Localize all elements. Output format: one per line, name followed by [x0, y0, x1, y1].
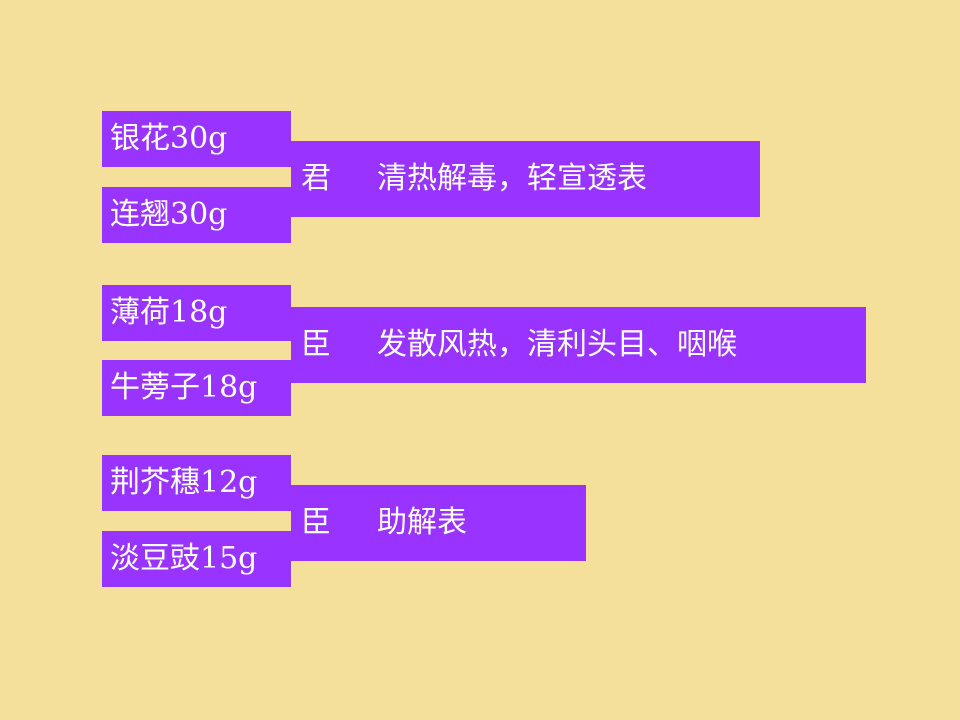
role-box-chen-1: 臣 发散风热，清利头目、咽喉: [291, 307, 866, 383]
herb-label-jingjiesui: 荆芥穗12g: [102, 455, 291, 511]
role-function: 清热解毒，轻宣透表: [377, 161, 647, 196]
herb-label-niubangzi: 牛蒡子18g: [102, 360, 291, 416]
herb-label-bohe: 薄荷18g: [102, 285, 291, 341]
herb-label-jinyinhua: 银花30g: [102, 111, 291, 167]
role-box-chen-2: 臣 助解表: [291, 485, 586, 561]
herb-label-lianqiao: 连翘30g: [102, 187, 291, 243]
role-rank: 君: [301, 161, 331, 196]
role-function: 助解表: [377, 505, 467, 540]
role-rank: 臣: [301, 505, 331, 540]
herb-label-dandouchi: 淡豆豉15g: [102, 531, 291, 587]
role-box-jun: 君 清热解毒，轻宣透表: [291, 141, 760, 217]
role-function: 发散风热，清利头目、咽喉: [377, 327, 737, 362]
role-rank: 臣: [301, 327, 331, 362]
